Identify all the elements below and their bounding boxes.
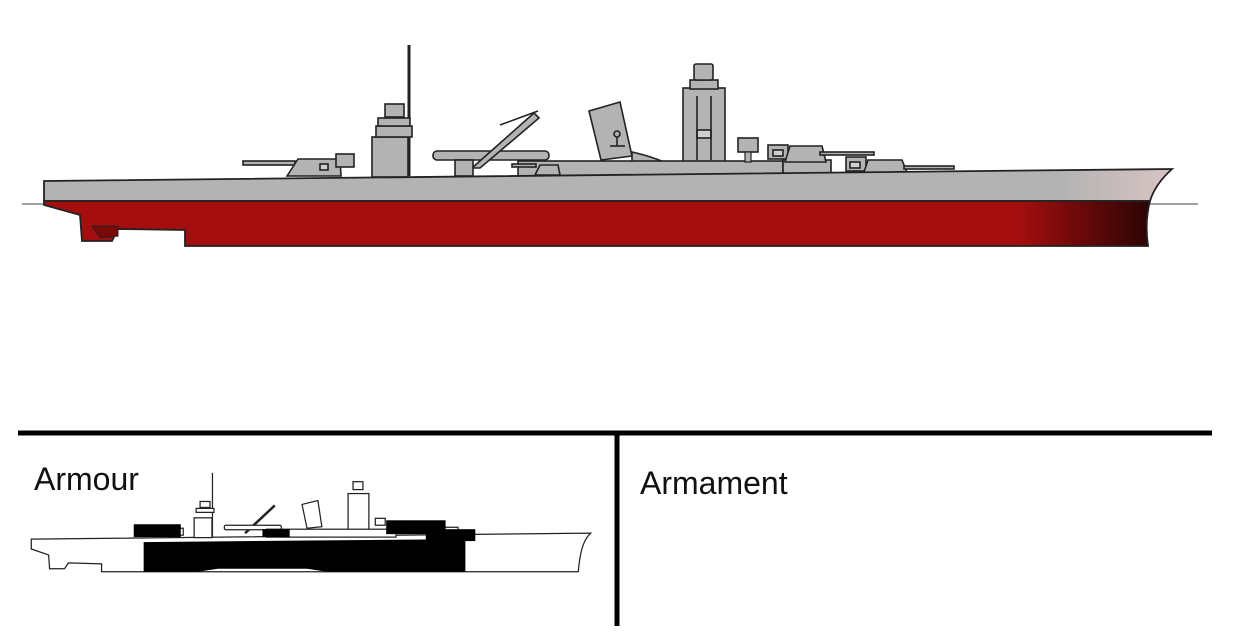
- forward-bridge-tower: [371, 103, 413, 178]
- funnel: [588, 100, 665, 163]
- armour-turret-mid: [262, 529, 290, 538]
- armour-turret-fwd: [133, 524, 181, 538]
- rudder: [91, 225, 119, 239]
- aircraft-crane: [432, 110, 550, 177]
- aft-control-tower: [682, 63, 726, 163]
- searchlight-platform: [737, 137, 759, 153]
- aft-platform: [744, 151, 752, 163]
- armour-belt: [143, 539, 466, 572]
- aft-turret-upper: [767, 144, 875, 163]
- armour-ship-profile: [30, 471, 592, 574]
- armour-turret-aft2: [425, 529, 476, 542]
- lower-hull: [43, 200, 1152, 247]
- armament-panel-title: Armament: [640, 465, 788, 501]
- forward-turret: [242, 153, 355, 177]
- main-ship-profile: [22, 45, 1198, 247]
- armour-panel-title: Armour: [34, 461, 139, 497]
